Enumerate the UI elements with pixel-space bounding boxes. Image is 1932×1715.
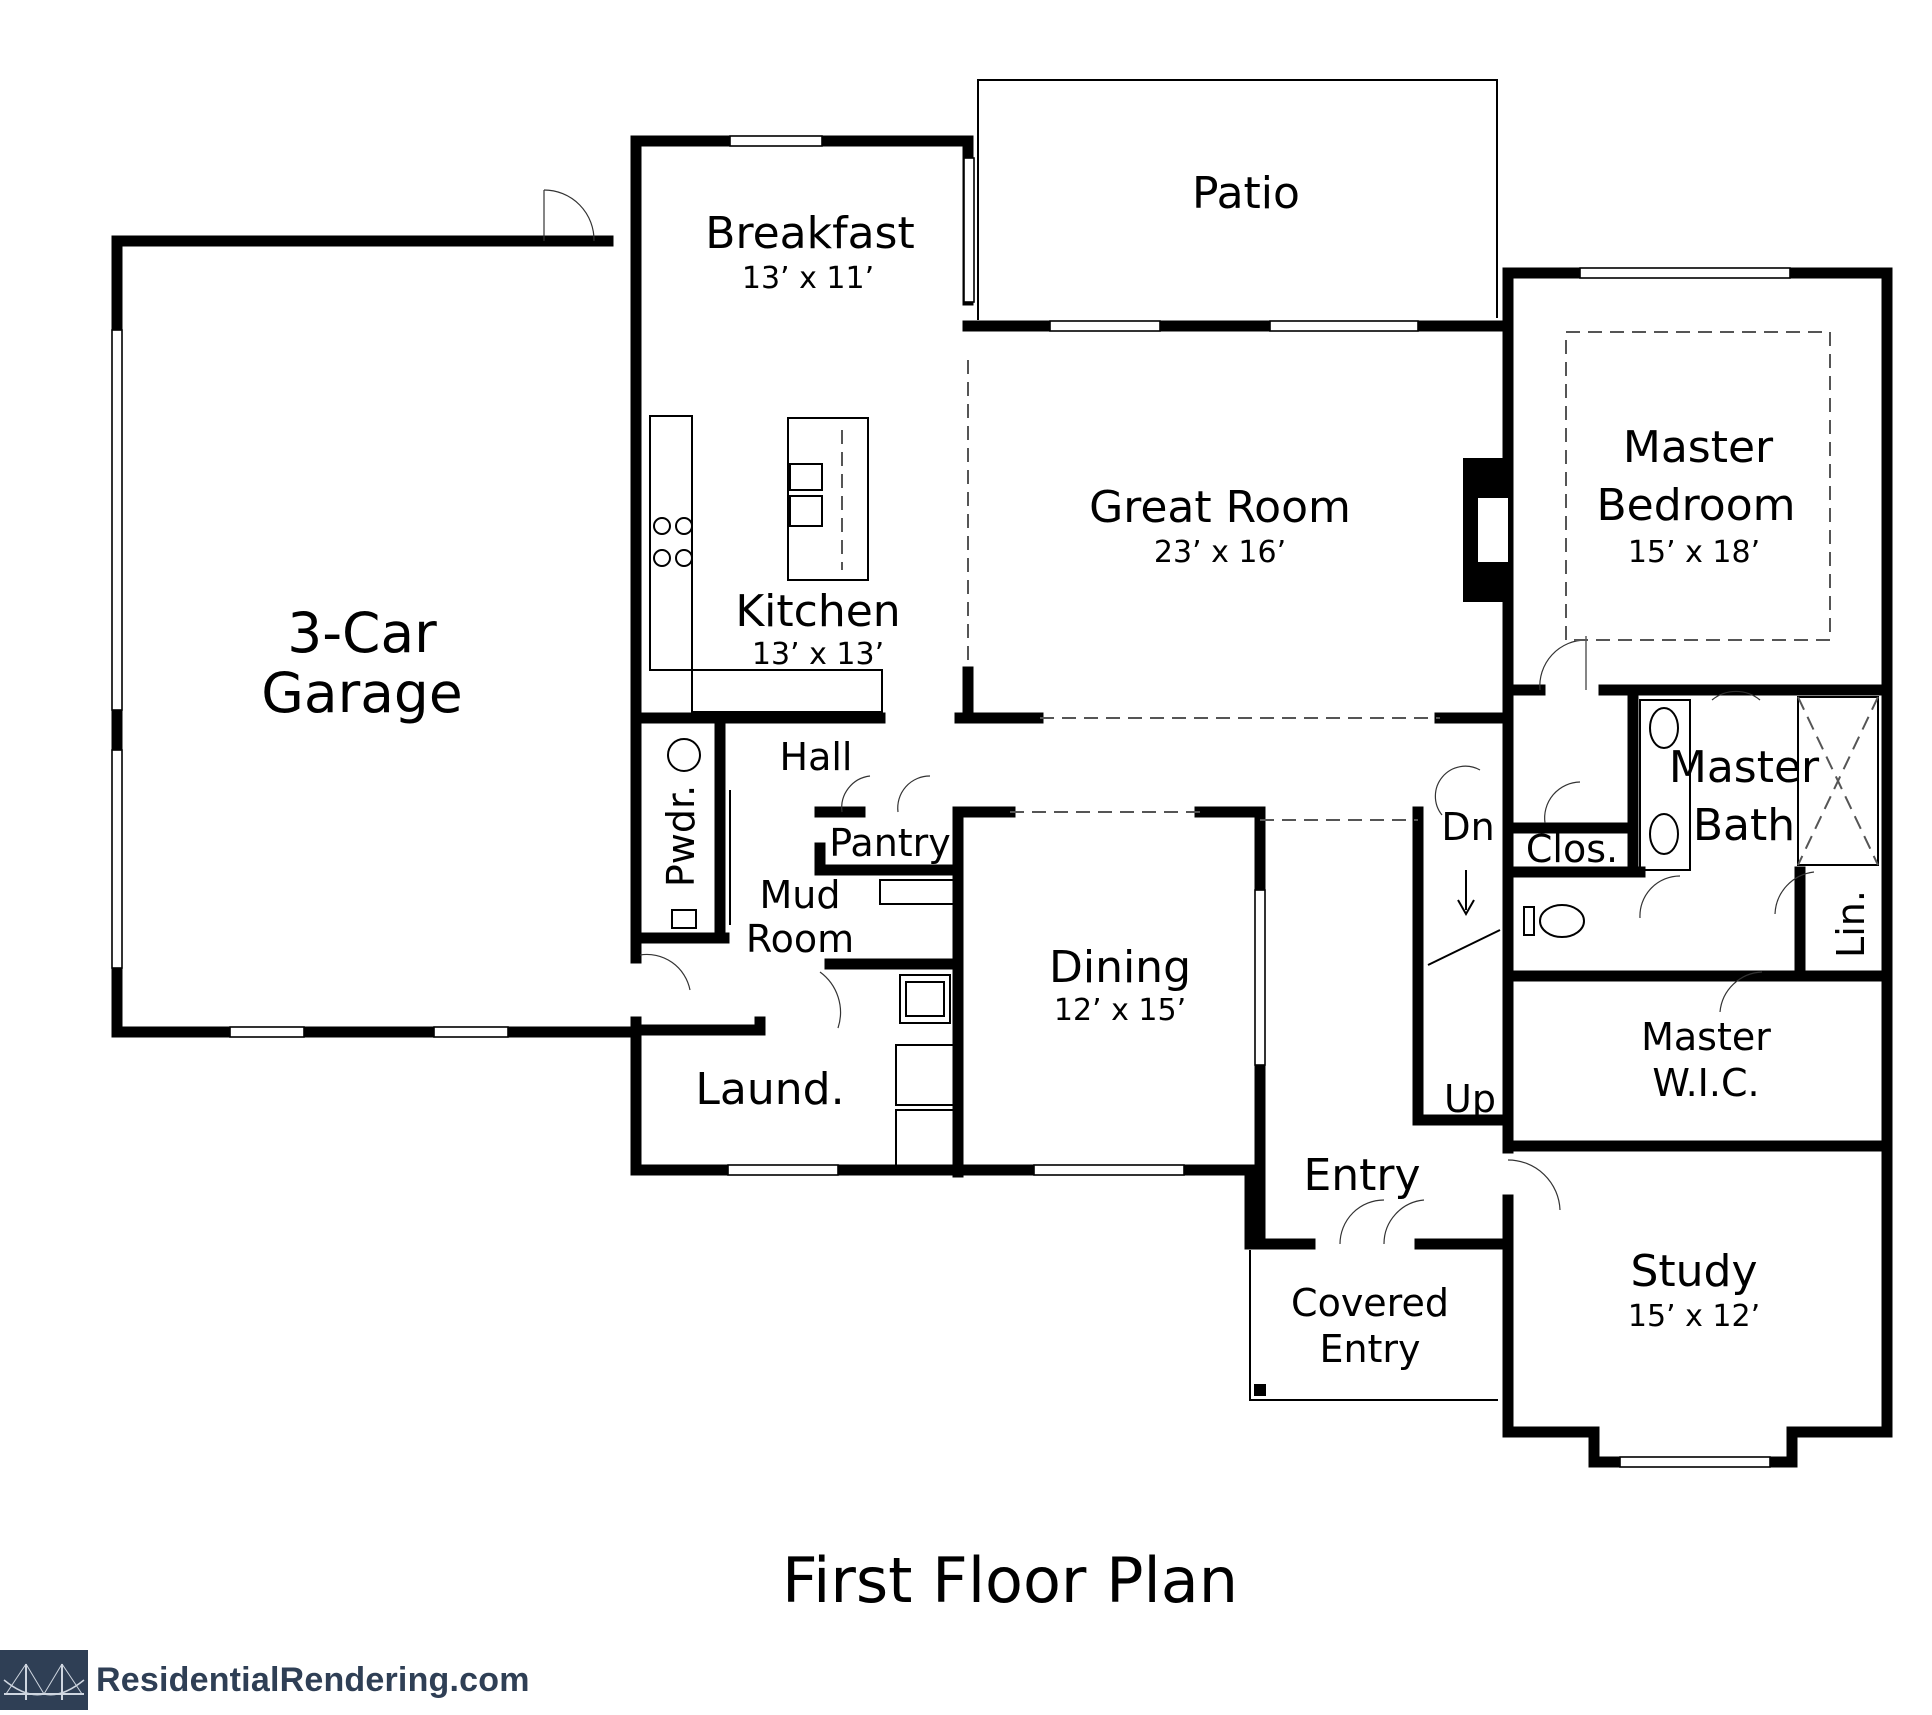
walls xyxy=(111,135,1893,1468)
laundry-label: Laund. xyxy=(695,1064,844,1115)
entry-label: Entry xyxy=(1303,1150,1420,1201)
kitchen-label: Kitchen xyxy=(735,586,900,637)
master-wic-label-line1: Master xyxy=(1641,1015,1771,1059)
study-label: Study xyxy=(1630,1246,1757,1297)
master-bath-label-line1: Master xyxy=(1669,742,1820,793)
master-bedroom-label-line2: Bedroom xyxy=(1596,480,1795,531)
powder-label: Pwdr. xyxy=(659,785,703,887)
closet-label: Clos. xyxy=(1526,827,1618,871)
hall-label: Hall xyxy=(780,735,853,779)
great-room-label: Great Room xyxy=(1089,482,1351,533)
patio-outline xyxy=(977,79,1498,320)
bridge-icon xyxy=(0,1650,88,1710)
breakfast-size: 13’ x 11’ xyxy=(742,261,874,296)
patio-label: Patio xyxy=(1192,168,1300,219)
dining-label: Dining xyxy=(1049,942,1191,993)
mud-room-label-line2: Room xyxy=(746,917,854,961)
brand-text: ResidentialRendering.com xyxy=(96,1660,530,1699)
mud-room-label-line1: Mud xyxy=(760,873,841,917)
doors xyxy=(543,189,1815,1245)
plan-title: First Floor Plan xyxy=(782,1544,1238,1617)
study-size: 15’ x 12’ xyxy=(1628,1299,1760,1334)
garage-label-line1: 3-Car xyxy=(287,601,437,665)
windows xyxy=(111,135,1791,1468)
stairs-down-label: Dn xyxy=(1441,805,1494,849)
covered-entry-label-line1: Covered xyxy=(1291,1281,1449,1325)
garage-label-line2: Garage xyxy=(261,661,462,725)
master-wic-label-line2: W.I.C. xyxy=(1652,1061,1759,1105)
covered-entry-label-line2: Entry xyxy=(1319,1327,1420,1371)
master-bedroom-size: 15’ x 18’ xyxy=(1628,535,1760,570)
linen-label: Lin. xyxy=(1829,890,1873,958)
dining-size: 12’ x 15’ xyxy=(1054,993,1186,1028)
master-bath-label-line2: Bath xyxy=(1693,800,1795,851)
great-room-size: 23’ x 16’ xyxy=(1154,535,1286,570)
pantry-label: Pantry xyxy=(829,821,951,865)
master-bedroom-label-line1: Master xyxy=(1623,422,1774,473)
room-labels: Patio Breakfast 13’ x 11’ 3-Car Garage K… xyxy=(261,168,1873,1371)
breakfast-label: Breakfast xyxy=(705,208,914,259)
brand-watermark: ResidentialRendering.com xyxy=(0,1650,530,1710)
stairs-up-label: Up xyxy=(1444,1077,1496,1121)
kitchen-size: 13’ x 13’ xyxy=(752,637,884,672)
fixtures xyxy=(649,331,1879,1401)
